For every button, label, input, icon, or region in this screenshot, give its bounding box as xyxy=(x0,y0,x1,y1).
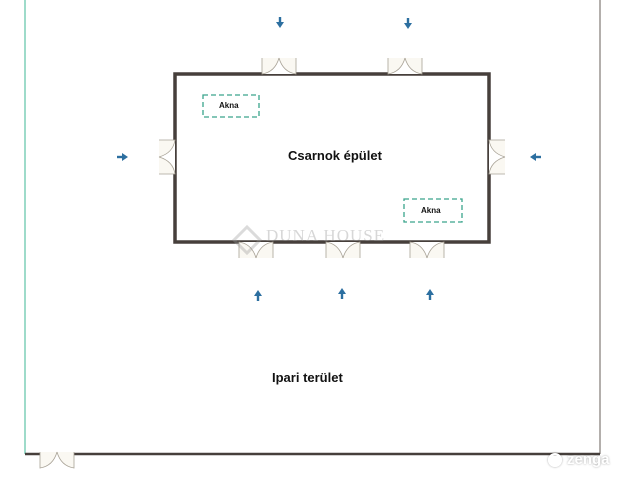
brand-icon xyxy=(548,453,562,467)
brand-text: zenga xyxy=(567,451,610,468)
door-top-right xyxy=(387,57,423,75)
arrow-up-icon xyxy=(254,290,262,301)
arrow-down-icon xyxy=(276,17,284,28)
area-label: Ipari terület xyxy=(272,370,343,385)
watermark-logo-icon xyxy=(231,224,263,256)
arrow-right-icon xyxy=(117,153,128,161)
akna-left-label: Akna xyxy=(219,101,239,110)
building-label: Csarnok épület xyxy=(288,148,382,163)
door-top-left xyxy=(261,57,297,75)
brand-logo: zenga xyxy=(548,451,610,468)
akna-right-box xyxy=(403,198,463,223)
arrow-up-icon xyxy=(426,289,434,300)
arrow-left-icon xyxy=(530,153,541,161)
watermark-text: DUNA HOUSE xyxy=(266,226,386,245)
arrow-up-icon xyxy=(338,288,346,299)
door-right xyxy=(488,139,506,175)
watermark: DUNA HOUSE xyxy=(232,226,385,246)
site-gate xyxy=(39,451,75,469)
akna-right-label: Akna xyxy=(421,206,441,215)
akna-left-box xyxy=(202,94,260,118)
arrow-down-icon xyxy=(404,18,412,29)
door-bottom-3 xyxy=(409,241,445,259)
door-left xyxy=(158,139,176,175)
